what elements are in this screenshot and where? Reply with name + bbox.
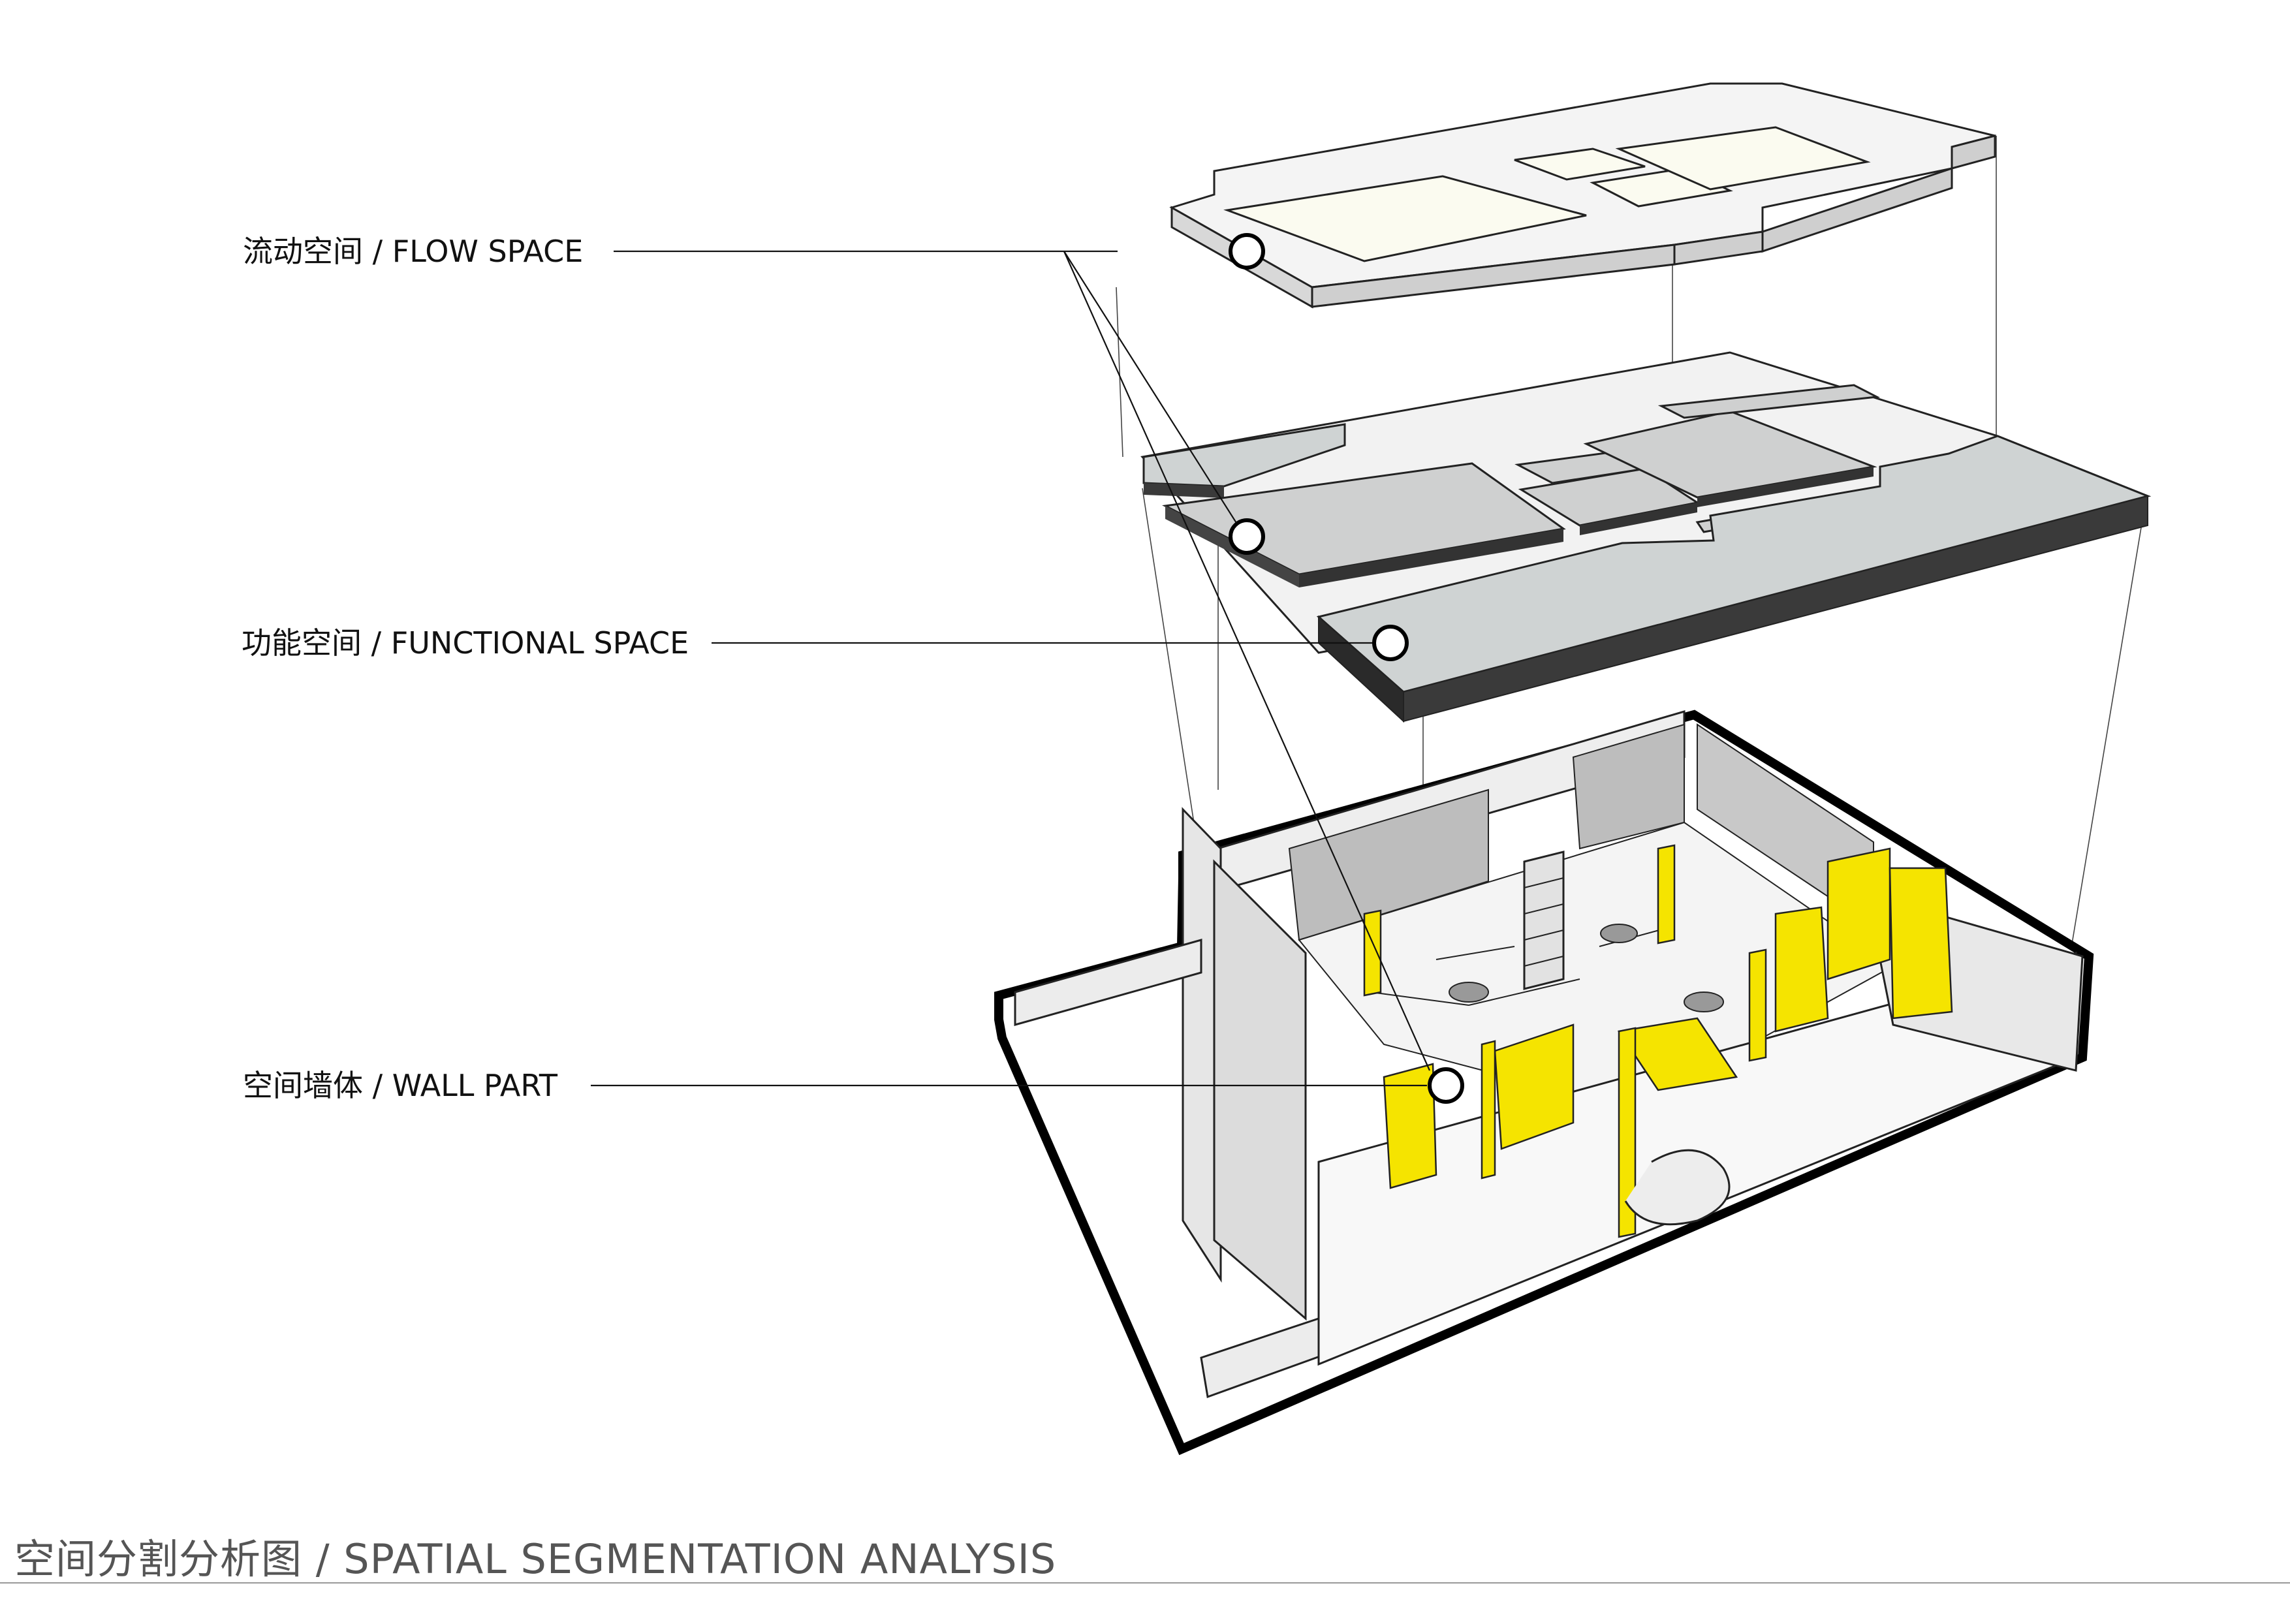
callout-leaders: [591, 250, 1431, 1087]
left-facade: [1182, 807, 1222, 1283]
functional-slab-left: [1142, 423, 1346, 488]
flow-space-layer: [1169, 82, 1996, 309]
wall-part-marker: [1428, 1067, 1464, 1104]
flow-void-4: [1615, 126, 1871, 191]
spiral-stair: [1624, 1149, 1731, 1226]
footer-divider: [0, 1582, 2290, 1584]
display-tower: [1523, 851, 1565, 990]
back-shelving: [1288, 789, 1489, 941]
functional-block-e: [1657, 384, 1881, 419]
yellow-partitions: [1363, 844, 1953, 1238]
functional-space-marker: [1372, 625, 1409, 661]
flow-void-2: [1514, 148, 1646, 181]
left-front-wall: [1213, 859, 1307, 1321]
flow-space-label: 流动空间 / FLOW SPACE: [243, 234, 584, 269]
callout-markers: [1229, 233, 1464, 1104]
flow-space-marker-2: [1229, 518, 1265, 555]
functional-space-label: 功能空间 / FUNCTIONAL SPACE: [242, 625, 689, 661]
flow-void-1: [1223, 175, 1587, 262]
wall-part-label: 空间墙体 / WALL PART: [243, 1068, 558, 1103]
left-exterior-stair: [1014, 939, 1202, 1026]
flow-space-marker: [1229, 233, 1265, 270]
wall-part-layer: [994, 710, 2094, 1456]
figure-title: 空间分割分析图 / SPATIAL SEGMENTATION ANALYSIS: [14, 1535, 1057, 1583]
functional-space-layer: [1140, 351, 2152, 723]
